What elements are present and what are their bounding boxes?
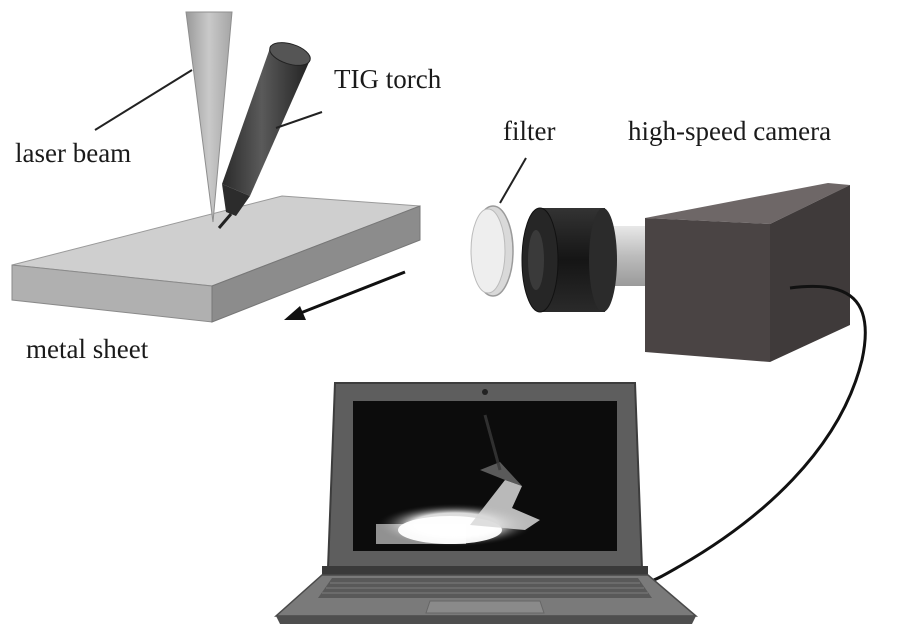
laptop-trackpad bbox=[425, 600, 545, 614]
laser-beam-leader bbox=[94, 69, 193, 131]
tig-torch-leader bbox=[275, 111, 323, 129]
motion-arrow bbox=[284, 270, 406, 320]
camera-front bbox=[645, 218, 770, 362]
keyboard-key-grid bbox=[322, 582, 648, 594]
label-laser-beam: laser beam bbox=[15, 138, 131, 168]
camera-lens bbox=[521, 207, 647, 313]
laptop bbox=[274, 382, 699, 624]
camera-cable bbox=[647, 284, 867, 584]
webcam-icon bbox=[482, 389, 488, 395]
high-speed-camera bbox=[645, 183, 850, 362]
laser-beam bbox=[185, 11, 233, 223]
label-filter: filter bbox=[503, 116, 555, 146]
camera-side bbox=[770, 185, 850, 362]
laptop-hinge bbox=[322, 566, 648, 575]
camera-top bbox=[645, 183, 850, 224]
label-tig-torch: TIG torch bbox=[334, 64, 442, 94]
metal-sheet bbox=[11, 195, 421, 323]
metal-sheet-side bbox=[211, 205, 421, 323]
filter bbox=[470, 205, 514, 297]
laptop-front-edge bbox=[276, 616, 696, 624]
filter-leader bbox=[499, 157, 527, 204]
label-high-speed-camera: high-speed camera bbox=[628, 116, 831, 146]
label-metal-sheet: metal sheet bbox=[26, 334, 149, 364]
tig-torch bbox=[217, 42, 311, 229]
weld-pool-image bbox=[375, 414, 540, 547]
